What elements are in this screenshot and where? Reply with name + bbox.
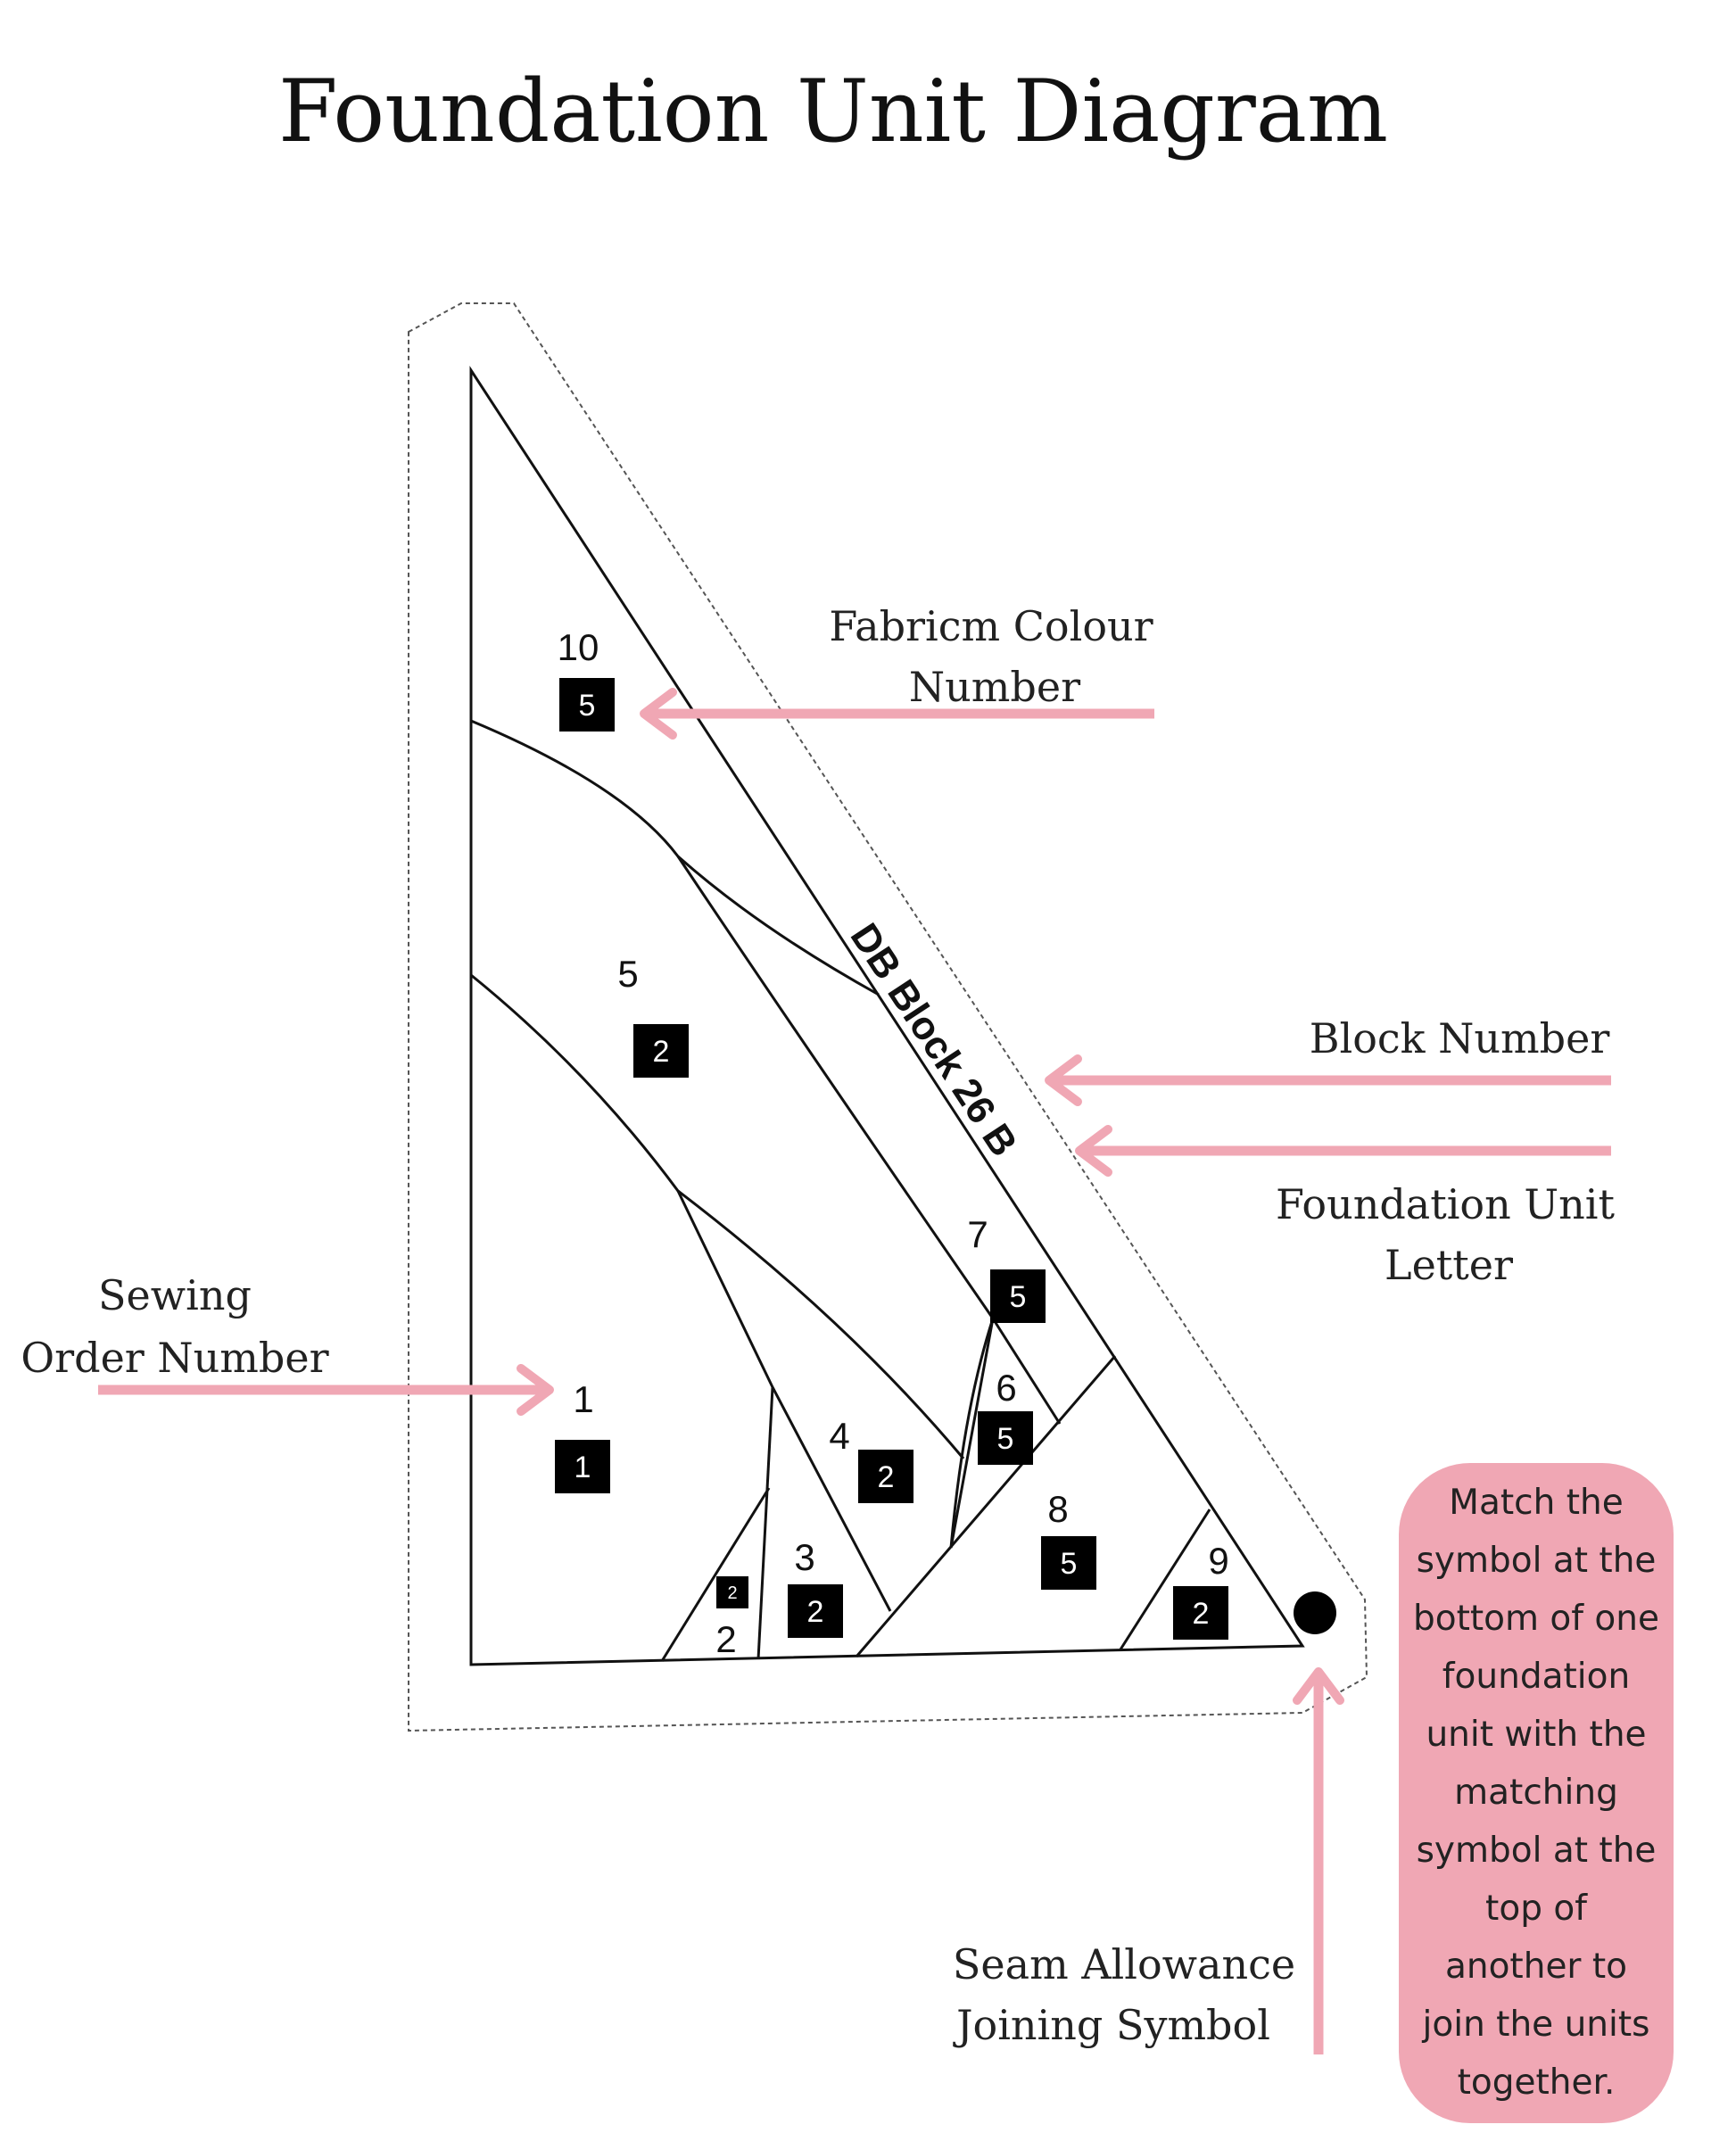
fabric-colour-box [990, 1269, 1046, 1323]
seam-line-3-left [756, 1386, 774, 1660]
sewing-order-number: 1 [573, 1378, 593, 1420]
fabric-colour-box [858, 1450, 913, 1503]
fabric-colour-box [788, 1584, 843, 1638]
sewing-order-number: 5 [617, 953, 638, 995]
note-box [1399, 1463, 1674, 2123]
arrowhead-icon [1045, 1054, 1082, 1106]
fabric-colour-box [716, 1576, 748, 1608]
fabric-colour-number: 2 [727, 1583, 737, 1603]
foundation-unit [469, 365, 1305, 1666]
fabric-colour-number: 5 [997, 1422, 1014, 1456]
fabric-colour-box [633, 1024, 689, 1078]
fabric-colour-box [559, 678, 615, 732]
page-title: Foundation Unit Diagram [278, 62, 1388, 161]
callout-unit-letter-line2: Letter [1385, 1241, 1513, 1289]
callout-fabric-colour-line2: Number [909, 663, 1080, 711]
fabric-colour-box [1173, 1586, 1228, 1640]
seam-line-10-5 [470, 719, 880, 996]
note-line: another to [1445, 1947, 1627, 1987]
fabric-colour-number: 2 [653, 1035, 670, 1069]
seam-line-5-7 [676, 856, 995, 1319]
seam-line-6-7 [949, 1318, 995, 1549]
callout-seam-symbol-line1: Seam Allowance [953, 1940, 1295, 1988]
note-line: bottom of one [1413, 1599, 1659, 1639]
fabric-colour-number: 1 [575, 1451, 591, 1484]
filled-circle-icon [1294, 1591, 1336, 1634]
seam-line-9-left [1119, 1509, 1211, 1650]
fabric-colour-number: 2 [878, 1460, 895, 1494]
note-line: Match the [1449, 1483, 1623, 1523]
section-labels: 10 5 5 2 7 5 1 1 6 5 4 2 8 5 3 2 9 2 2 2 [555, 626, 1229, 1660]
fabric-colour-number: 5 [1010, 1280, 1027, 1314]
fabric-colour-number: 5 [1061, 1547, 1078, 1581]
seam-allowance-outline [408, 302, 1368, 1732]
sewing-order-number: 8 [1047, 1488, 1068, 1530]
seam-line-8-top [855, 1355, 1117, 1657]
sewing-order-number: 10 [558, 626, 599, 668]
note-line: symbol at the [1417, 1831, 1657, 1871]
sewing-order-number: 4 [829, 1415, 849, 1457]
sewing-order-number: 2 [715, 1618, 736, 1660]
fabric-colour-number: 2 [1193, 1597, 1210, 1631]
sewing-order-number: 6 [996, 1367, 1016, 1409]
callout-unit-letter-line1: Foundation Unit [1276, 1180, 1615, 1228]
seam-line-4-left [676, 1190, 892, 1612]
callout-sewing-order-line1: Sewing [98, 1271, 252, 1319]
note-line: symbol at the [1417, 1541, 1657, 1581]
note-line: matching [1454, 1773, 1618, 1813]
arrowhead-icon [640, 688, 677, 740]
callout-seam-symbol-line2: Joining Symbol [953, 2001, 1270, 2049]
unit-outline [469, 365, 1305, 1666]
fabric-colour-number: 2 [807, 1595, 824, 1629]
callout-fabric-colour-line1: Fabricm Colour [829, 602, 1153, 650]
arrowhead-icon [517, 1364, 554, 1416]
callout-sewing-order-line2: Order Number [21, 1334, 328, 1382]
note-line: foundation [1443, 1657, 1630, 1697]
fabric-colour-box [555, 1440, 610, 1493]
fabric-colour-number: 5 [579, 689, 596, 723]
sewing-order-number: 3 [794, 1536, 814, 1578]
arrowhead-icon [1293, 1667, 1344, 1705]
note-line: join the units [1422, 2005, 1650, 2045]
sewing-order-number: 9 [1208, 1540, 1228, 1582]
fabric-colour-box [1041, 1536, 1096, 1590]
block-number-label: DB Block 26 B [842, 916, 1026, 1164]
callout-block-number: Block Number [1310, 1014, 1610, 1062]
fabric-colour-box [978, 1411, 1033, 1465]
arrowhead-icon [1075, 1125, 1112, 1177]
note-line: top of [1485, 1889, 1588, 1929]
note-text: Match the symbol at the bottom of one fo… [1413, 1483, 1659, 2103]
note-line: together. [1458, 2062, 1616, 2103]
note-line: unit with the [1426, 1715, 1646, 1755]
sewing-order-number: 7 [967, 1213, 988, 1255]
seam-line-2-left [660, 1487, 771, 1662]
